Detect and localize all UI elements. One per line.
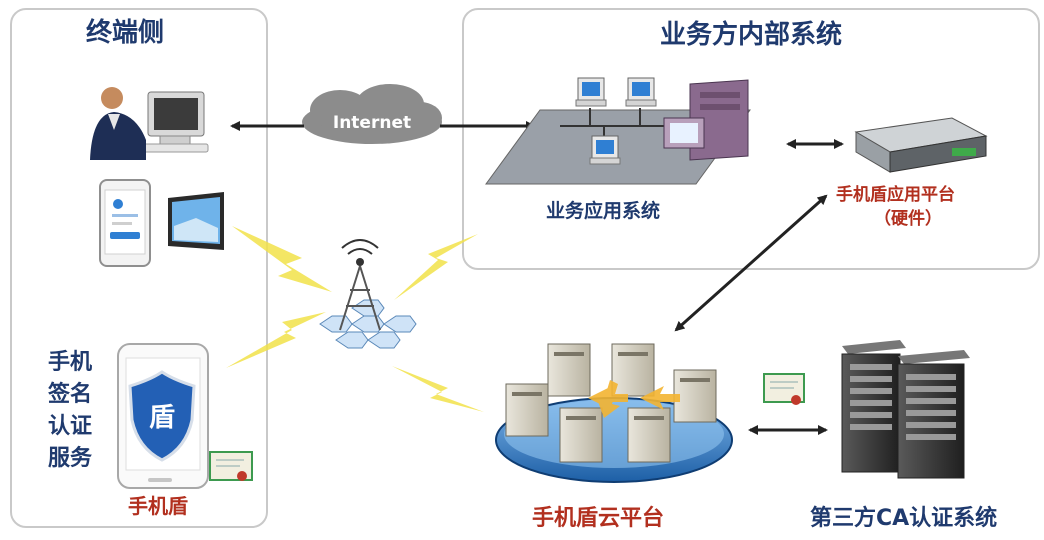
workstation-icon [625,77,657,107]
user-computer-icon [90,87,209,160]
signal-tower-icon [319,239,417,349]
shield-app-label: 手机盾 [128,494,188,518]
certificate-icon [763,373,805,405]
platform-label-line2: （硬件） [874,209,942,229]
lightning-bolt [232,226,332,292]
wireless-signals [226,226,484,412]
server-icon [673,369,717,423]
service-label-line: 签名 [48,382,93,407]
service-label-line: 认证 [48,414,93,439]
smartphone-icon [99,179,151,267]
server-icon [627,407,671,463]
certificate-icon [209,451,253,481]
server-icon [611,343,655,397]
workstation-icon [575,77,607,107]
tablet-icon [168,192,224,250]
terminal-side-title: 终端侧 [86,18,165,48]
connection-arrows [230,121,844,435]
network-diagram-icon [485,77,751,185]
cloud-platform-icon [495,343,733,483]
server-icon [505,383,549,437]
internet-label: Internet [333,113,411,133]
lightning-bolt [226,312,326,368]
lightning-bolt [392,366,484,412]
server-rack-icon [841,340,906,473]
third-party-ca-label: 第三方CA认证系统 [810,506,998,531]
server-icon [547,343,591,397]
shield-phone-icon [117,343,209,489]
hardware-appliance-icon [854,117,988,173]
business-app-label: 业务应用系统 [546,200,661,222]
server-tower-icon [663,79,749,161]
shield-icon [128,370,196,462]
shield-glyph: 盾 [149,403,175,433]
workstation-icon [589,135,621,165]
platform-label-line1: 手机盾应用平台 [836,185,955,205]
internal-system-title: 业务方内部系统 [660,20,843,50]
cloud-platform-label: 手机盾云平台 [532,506,665,531]
service-label-line: 服务 [48,446,93,471]
service-label-line: 手机 [48,350,93,375]
arrow-platform-cloud [674,194,828,332]
lightning-bolt [394,234,478,300]
internet-cloud [302,84,442,144]
server-rack-icon [897,350,970,479]
server-icon [559,407,603,463]
